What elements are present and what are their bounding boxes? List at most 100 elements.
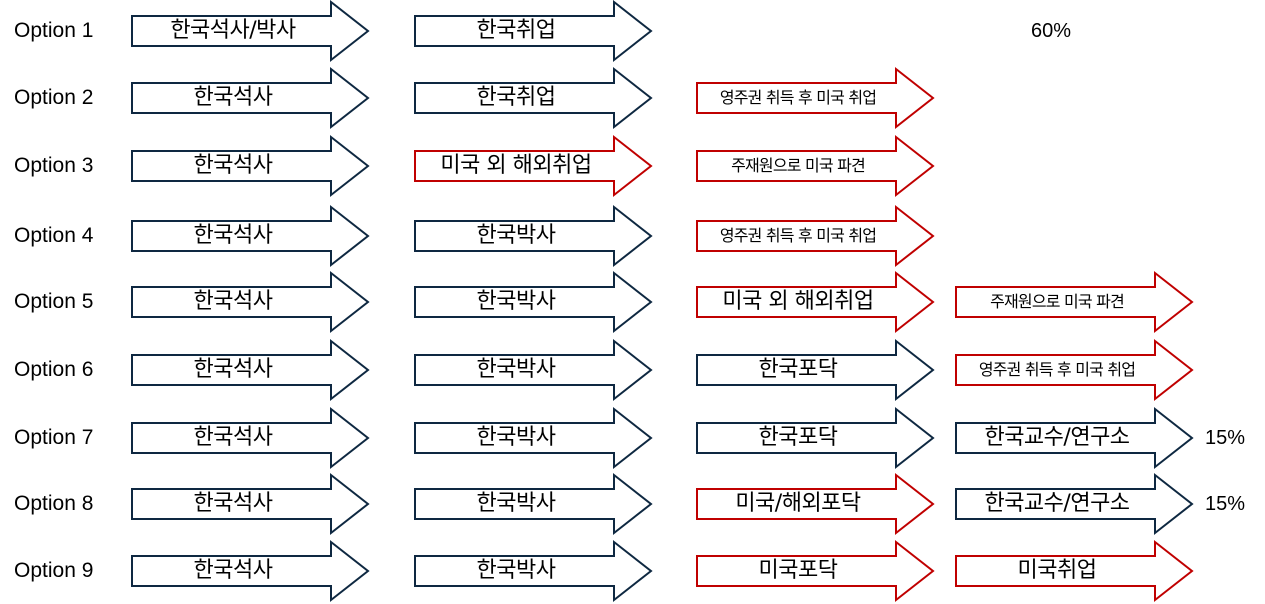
arrow-shape (414, 539, 653, 603)
arrow-shape (955, 406, 1194, 470)
arrow-outline (696, 270, 935, 334)
percentage-label: 15% (1205, 427, 1246, 449)
arrow-shape (696, 134, 935, 198)
step-label: 한국박사 (476, 289, 556, 314)
step-arrow: 한국취업 (414, 0, 654, 63)
arrow-shape (131, 204, 370, 268)
arrow-shape (414, 270, 653, 334)
option-row: Option 5 한국석사 한국박사 미국 외 해외취업 주재원으로 미국 파견 (0, 270, 1265, 334)
arrow-shape (414, 204, 653, 268)
step-label: 주재원으로 미국 파견 (731, 156, 866, 175)
arrow-outline (131, 539, 370, 603)
arrow-shape (131, 539, 370, 603)
arrow-outline (696, 338, 935, 402)
arrow-outline (696, 472, 935, 536)
step-label: 미국/해외포닥 (735, 491, 861, 516)
step-arrow: 한국포닥 (696, 338, 936, 402)
arrow-outline (131, 472, 370, 536)
step-label: 한국석사 (193, 558, 273, 583)
arrow-outline (131, 0, 370, 63)
step-arrow: 영주권 취득 후 미국 취업 (696, 204, 936, 268)
step-arrow: 한국석사 (131, 204, 371, 268)
step-arrow: 미국/해외포닥 (696, 472, 936, 536)
step-arrow: 한국석사 (131, 472, 371, 536)
arrow-outline (414, 134, 653, 198)
step-label: 한국석사 (193, 357, 273, 382)
step-arrow: 미국 외 해외취업 (696, 270, 936, 334)
arrow-outline (696, 406, 935, 470)
arrow-shape (696, 270, 935, 334)
step-label: 한국박사 (476, 357, 556, 382)
option-label: Option 4 (14, 224, 94, 247)
step-arrow: 한국석사 (131, 406, 371, 470)
option-row: Option 9 한국석사 한국박사 미국포닥 미국취업 (0, 539, 1265, 603)
arrow-shape (414, 338, 653, 402)
step-arrow: 한국석사 (131, 539, 371, 603)
step-arrow: 미국취업 (955, 539, 1195, 603)
option-label: Option 7 (14, 426, 94, 449)
step-arrow: 한국박사 (414, 338, 654, 402)
step-label: 한국취업 (476, 18, 556, 43)
step-label: 영주권 취득 후 미국 취업 (719, 88, 877, 107)
arrow-shape (414, 134, 653, 198)
step-arrow: 한국박사 (414, 406, 654, 470)
arrow-shape (696, 539, 935, 603)
option-label: Option 3 (14, 154, 94, 177)
step-arrow: 한국석사/박사 (131, 0, 371, 63)
arrow-outline (414, 472, 653, 536)
option-row: Option 7 한국석사 한국박사 한국포닥 한국교수/연구소 15% (0, 406, 1265, 470)
arrow-outline (955, 338, 1194, 402)
arrow-outline (414, 66, 653, 130)
step-label: 한국취업 (476, 85, 556, 110)
option-label: Option 5 (14, 290, 94, 313)
option-label: Option 1 (14, 19, 94, 42)
step-arrow: 한국박사 (414, 270, 654, 334)
arrow-shape (131, 270, 370, 334)
step-label: 한국박사 (476, 491, 556, 516)
arrow-shape (414, 0, 653, 63)
arrow-outline (131, 134, 370, 198)
arrow-outline (131, 66, 370, 130)
step-arrow: 미국포닥 (696, 539, 936, 603)
arrow-outline (131, 406, 370, 470)
arrow-shape (131, 472, 370, 536)
arrow-outline (131, 204, 370, 268)
arrow-outline (414, 204, 653, 268)
arrow-outline (414, 0, 653, 63)
option-row: Option 2 한국석사 한국취업 영주권 취득 후 미국 취업 (0, 66, 1265, 130)
option-row: Option 4 한국석사 한국박사 영주권 취득 후 미국 취업 (0, 204, 1265, 268)
arrow-shape (414, 472, 653, 536)
step-label: 한국포닥 (758, 425, 838, 450)
step-arrow: 한국박사 (414, 539, 654, 603)
arrow-shape (955, 270, 1194, 334)
percentage-label: 15% (1205, 493, 1246, 515)
step-arrow: 한국석사 (131, 338, 371, 402)
step-label: 영주권 취득 후 미국 취업 (719, 226, 877, 245)
step-arrow: 영주권 취득 후 미국 취업 (955, 338, 1195, 402)
option-label: Option 9 (14, 559, 94, 582)
arrow-shape (955, 472, 1194, 536)
arrow-outline (696, 204, 935, 268)
step-label: 미국취업 (1017, 558, 1097, 583)
step-label: 한국석사 (193, 223, 273, 248)
step-arrow: 한국석사 (131, 270, 371, 334)
arrow-outline (955, 472, 1194, 536)
step-label: 미국포닥 (758, 558, 838, 583)
arrow-shape (696, 338, 935, 402)
step-arrow: 주재원으로 미국 파견 (955, 270, 1195, 334)
step-arrow: 영주권 취득 후 미국 취업 (696, 66, 936, 130)
arrow-shape (414, 66, 653, 130)
arrow-outline (414, 539, 653, 603)
step-label: 한국석사 (193, 85, 273, 110)
step-label: 미국 외 해외취업 (722, 289, 874, 314)
arrow-shape (131, 66, 370, 130)
step-label: 영주권 취득 후 미국 취업 (978, 360, 1136, 379)
step-label: 한국교수/연구소 (984, 425, 1130, 450)
arrow-outline (696, 66, 935, 130)
arrow-shape (696, 204, 935, 268)
step-arrow: 한국박사 (414, 204, 654, 268)
option-label: Option 2 (14, 86, 94, 109)
